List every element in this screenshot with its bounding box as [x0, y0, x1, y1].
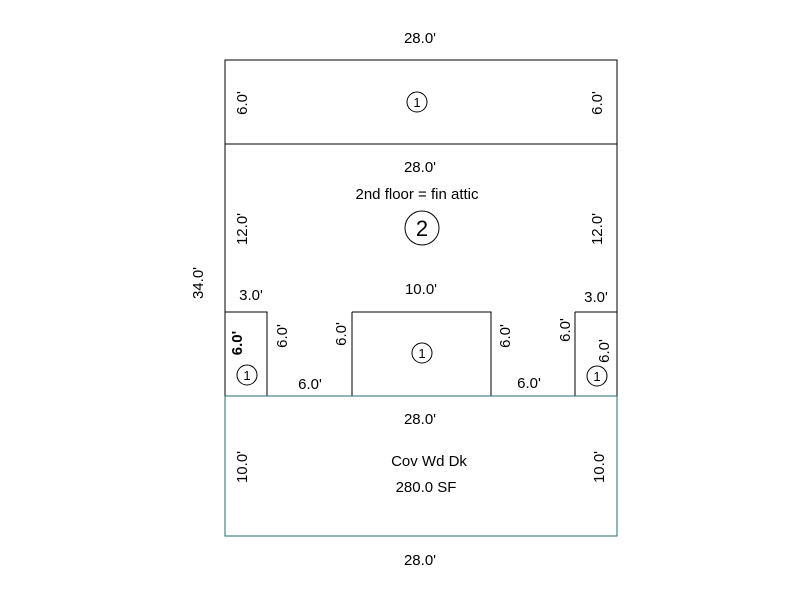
left-notch-top-dim: 3.0'	[239, 287, 263, 304]
left-recess-bottom-dim: 6.0'	[298, 376, 322, 393]
section-top-outline	[224, 59, 618, 145]
right-box-marker: 1	[593, 369, 600, 384]
main-top-dim: 28.0'	[404, 159, 436, 176]
main-right-dim: 12.0'	[589, 213, 606, 245]
deck-name: Cov Wd Dk	[391, 453, 467, 470]
top-story-marker: 1	[413, 95, 420, 110]
right-recess-left-dim: 6.0'	[497, 324, 514, 348]
main-description: 2nd floor = fin attic	[356, 186, 479, 203]
top-story-marker-circle	[406, 91, 428, 113]
top-left-dim: 6.0'	[234, 91, 251, 115]
left-box-inner-dim: 6.0'	[274, 324, 291, 348]
right-box-side-dim: 6.0'	[596, 339, 613, 363]
main-center-gap-dim: 10.0'	[405, 281, 437, 298]
deck-right-dim: 10.0'	[591, 451, 608, 483]
left-box-marker: 1	[243, 368, 250, 383]
overall-top-width: 28.0'	[404, 30, 436, 47]
section-main-sides	[224, 144, 618, 396]
right-notch-top-dim: 3.0'	[584, 289, 608, 306]
deck-area: 280.0 SF	[396, 479, 457, 496]
overall-bottom-width: 28.0'	[404, 552, 436, 569]
overall-left-depth: 34.0'	[190, 267, 207, 299]
top-right-dim: 6.0'	[589, 91, 606, 115]
right-box-inner-dim: 6.0'	[557, 318, 574, 342]
main-story-marker-circle	[404, 210, 440, 246]
center-box-marker: 1	[418, 346, 425, 361]
left-recess-right-dim: 6.0'	[333, 322, 350, 346]
main-left-dim: 12.0'	[234, 213, 251, 245]
deck-outline	[224, 396, 618, 537]
deck-top-dim: 28.0'	[404, 411, 436, 428]
center-box-marker-circle	[411, 342, 433, 364]
left-box-marker-circle	[236, 364, 258, 386]
left-box-side-dim: 6.0'	[229, 331, 246, 355]
main-story-marker: 2	[416, 216, 428, 241]
deck-left-dim: 10.0'	[234, 451, 251, 483]
right-box-marker-circle	[586, 365, 608, 387]
right-recess-bottom-dim: 6.0'	[517, 375, 541, 392]
